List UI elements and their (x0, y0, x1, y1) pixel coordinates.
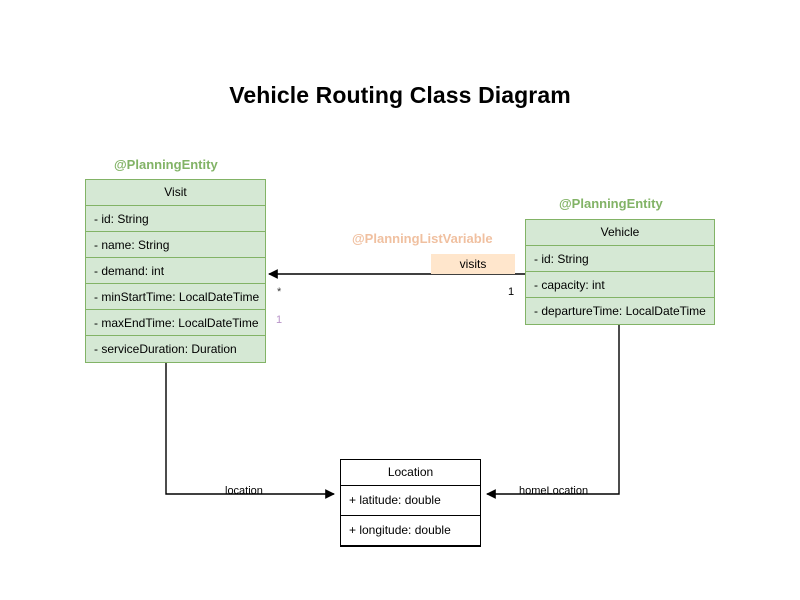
class-name-location: Location (341, 460, 480, 486)
association-label-visits: visits (431, 254, 515, 274)
class-attribute: - capacity: int (526, 272, 714, 298)
multiplicity-visit-one: 1 (276, 314, 283, 326)
association-label-home-location: homeLocation (519, 485, 589, 497)
class-attribute: - minStartTime: LocalDateTime (86, 284, 265, 310)
page-title: Vehicle Routing Class Diagram (229, 82, 571, 108)
class-attribute: - maxEndTime: LocalDateTime (86, 310, 265, 336)
class-attribute: + latitude: double (341, 486, 480, 516)
class-attribute: - id: String (86, 206, 265, 232)
class-box-location[interactable]: Location + latitude: double + longitude:… (340, 459, 481, 547)
class-attribute: - name: String (86, 232, 265, 258)
association-label-location: location (225, 485, 263, 497)
class-attribute: - serviceDuration: Duration (94, 342, 237, 356)
class-attribute: - departureTime: LocalDateTime (534, 304, 706, 318)
edge-visit-location (165, 363, 335, 499)
class-box-vehicle[interactable]: Vehicle - id: String - capacity: int - d… (525, 219, 715, 325)
class-name-visit: Visit (86, 180, 265, 206)
class-attribute: + longitude: double (341, 516, 480, 546)
stereotype-planning-list-variable: @PlanningListVariable (352, 231, 493, 246)
stereotype-vehicle: @PlanningEntity (559, 196, 663, 211)
stereotype-visit: @PlanningEntity (114, 157, 218, 172)
class-attribute: - demand: int (86, 258, 265, 284)
class-box-visit[interactable]: Visit - id: String - name: String - dema… (85, 179, 266, 363)
multiplicity-visit-many: * (277, 286, 282, 298)
class-attribute: - id: String (526, 246, 714, 272)
edge-vehicle-home-location (486, 323, 620, 499)
class-name-vehicle: Vehicle (526, 220, 714, 246)
multiplicity-vehicle-one: 1 (508, 286, 515, 298)
